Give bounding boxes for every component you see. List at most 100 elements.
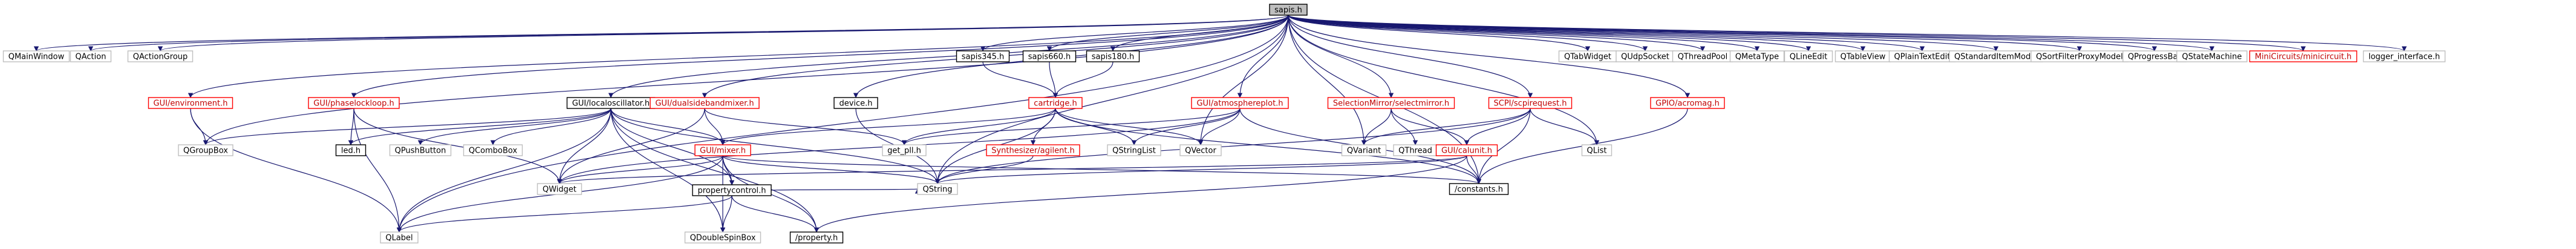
- node-gpio[interactable]: GPIO/acromag.h: [1650, 97, 1725, 109]
- edge-scpirequest-to-calunit: [1464, 108, 1531, 145]
- node-led[interactable]: led.h: [335, 144, 367, 156]
- edge-sapis-to-qstatemachine: [1288, 15, 2214, 51]
- node-box: [692, 184, 772, 196]
- edge-sapis345-to-cartridge: [982, 61, 1058, 98]
- edge-localoscillator-to-qwidget: [556, 108, 611, 184]
- node-qvariant[interactable]: QVariant: [1341, 144, 1387, 156]
- node-label: sapis660.h: [1028, 53, 1071, 62]
- node-qvector[interactable]: QVector: [1179, 144, 1222, 156]
- edge-sapis-to-sapis180: [1110, 15, 1289, 51]
- edge-sapis-to-sapis660: [1046, 15, 1289, 51]
- edge-propertycontrol-to-qdoublespinbox: [720, 195, 732, 233]
- node-label: MiniCircuits/minicircuit.h: [2255, 53, 2352, 62]
- node-label: QSortFilterProxyModel: [2036, 53, 2123, 62]
- node-box: [1028, 97, 1083, 109]
- node-box: [70, 50, 112, 62]
- edge-sapis-to-qstring: [934, 15, 1289, 184]
- node-qgroupbox[interactable]: QGroupBox: [178, 144, 233, 156]
- node-qwidget[interactable]: QWidget: [536, 183, 582, 195]
- node-qlineedit[interactable]: QLineEdit: [1784, 50, 1833, 62]
- edge-localoscillator-to-qcombobox: [490, 108, 611, 145]
- node-sapis660[interactable]: sapis660.h: [1022, 50, 1077, 62]
- edge-sapis-to-localoscillator: [608, 15, 1289, 98]
- node-label: GUI/environment.h: [154, 99, 228, 108]
- node-localoscillator[interactable]: GUI/localoscillator.h: [566, 97, 656, 109]
- node-box: [650, 97, 760, 109]
- node-qtabwidget[interactable]: QTabWidget: [1558, 50, 1617, 62]
- edge-propertycontrol-to-qlabel: [396, 195, 732, 233]
- node-qactiongroup[interactable]: QActionGroup: [127, 50, 194, 62]
- edge-scpirequest-to-constants: [1476, 108, 1531, 184]
- node-selectionmirror[interactable]: SelectionMirror/selectmirror.h: [1327, 97, 1455, 109]
- node-label: cartridge.h: [1034, 99, 1077, 108]
- node-qpushbutton[interactable]: QPushButton: [389, 144, 452, 156]
- node-qdoublespinbox[interactable]: QDoubleSpinBox: [684, 231, 761, 244]
- edge-cartridge-to-qvector: [1055, 108, 1204, 145]
- edge-sapis-to-qthreadpool: [1288, 15, 1706, 51]
- edge-sapis-to-logger: [1288, 15, 2407, 51]
- node-mixer[interactable]: GUI/mixer.h: [694, 144, 751, 156]
- node-qsortfilterproxymodel[interactable]: QSortFilterProxyModel: [2030, 50, 2128, 62]
- node-qlabel[interactable]: QLabel: [380, 231, 419, 244]
- node-qplaintextedit[interactable]: QPlainTextEdit: [1888, 50, 1956, 62]
- edge-sapis-to-gpio: [1288, 15, 1691, 98]
- node-qstring[interactable]: QString: [917, 183, 958, 195]
- edge-environment-to-qgroupbox: [190, 108, 209, 145]
- node-atmosphere[interactable]: GUI/atmosphereplot.h: [1191, 97, 1289, 109]
- node-qaction[interactable]: QAction: [70, 50, 112, 62]
- edge-sapis-to-phaselocklooph: [351, 15, 1289, 98]
- node-qudpsocket[interactable]: QUdpSocket: [1616, 50, 1675, 62]
- node-label: QPlainTextEdit: [1894, 53, 1951, 62]
- node-minicircuit[interactable]: MiniCircuits/minicircuit.h: [2249, 50, 2358, 62]
- node-label: QDoubleSpinBox: [690, 234, 756, 243]
- node-qcombobox[interactable]: QComboBox: [463, 144, 523, 156]
- node-box: [1179, 144, 1222, 156]
- node-device[interactable]: device.h: [833, 97, 878, 109]
- node-constants[interactable]: /constants.h: [1449, 183, 1509, 195]
- edge-localoscillator-to-qpushbutton: [417, 108, 611, 145]
- edge-mixer-to-constants: [722, 155, 1481, 184]
- node-qlist[interactable]: QList: [1581, 144, 1612, 156]
- node-qstatemachine[interactable]: QStateMachine: [2176, 50, 2248, 62]
- edge-mixer-to-qstring: [722, 155, 941, 184]
- node-label: GUI/phaselockloop.h: [313, 99, 394, 108]
- node-label: QActionGroup: [133, 53, 188, 62]
- node-qstandarditemmodel[interactable]: QStandardItemModel: [1949, 50, 2043, 62]
- node-box: [2, 50, 70, 62]
- node-phaselocklooph[interactable]: GUI/phaselockloop.h: [308, 97, 400, 109]
- node-sapis345[interactable]: sapis345.h: [956, 50, 1010, 62]
- node-label: QPushButton: [395, 147, 446, 156]
- node-calunit[interactable]: GUI/calunit.h: [1435, 144, 1498, 156]
- edge-environment-to-qlabel: [190, 108, 402, 233]
- node-qthread[interactable]: QThread: [1393, 144, 1438, 156]
- edge-cartridge-to-mixer: [720, 108, 1056, 145]
- node-environment[interactable]: GUI/environment.h: [148, 97, 233, 109]
- node-propertycontrol[interactable]: propertycontrol.h: [692, 184, 772, 196]
- node-property[interactable]: /property.h: [789, 231, 844, 244]
- node-box: [1435, 144, 1498, 156]
- edge-sapis-to-qgroupbox: [203, 15, 1289, 145]
- node-dualsideband[interactable]: GUI/dualsidebandmixer.h: [650, 97, 760, 109]
- edge-calunit-to-constants: [1466, 155, 1482, 184]
- node-box: [1488, 97, 1573, 109]
- node-sapis[interactable]: sapis.h: [1269, 4, 1308, 16]
- node-logger[interactable]: logger_interface.h: [2362, 50, 2446, 62]
- node-label: GUI/calunit.h: [1441, 147, 1492, 156]
- node-qtableview[interactable]: QTableView: [1834, 50, 1891, 62]
- node-qmainwindow[interactable]: QMainWindow: [2, 50, 70, 62]
- node-synthesizer[interactable]: Synthesizer/agilent.h: [986, 144, 1080, 156]
- node-qstringlist[interactable]: QStringList: [1107, 144, 1161, 156]
- node-label: get_pll.h: [887, 147, 921, 156]
- node-cartridge[interactable]: cartridge.h: [1028, 97, 1083, 109]
- edge-sapis-to-qlabel: [396, 15, 1289, 233]
- node-qmetatype[interactable]: QMetaType: [1729, 50, 1785, 62]
- node-getpll[interactable]: get_pll.h: [882, 144, 927, 156]
- node-box: [1581, 144, 1612, 156]
- node-sapis180[interactable]: sapis180.h: [1086, 50, 1140, 62]
- node-qthreadpool[interactable]: QThreadPool: [1672, 50, 1733, 62]
- node-box: [694, 144, 751, 156]
- node-box: [1784, 50, 1833, 62]
- node-box: [1107, 144, 1161, 156]
- node-label: QTabWidget: [1564, 53, 1611, 62]
- node-scpirequest[interactable]: SCPI/scpirequest.h: [1488, 97, 1573, 109]
